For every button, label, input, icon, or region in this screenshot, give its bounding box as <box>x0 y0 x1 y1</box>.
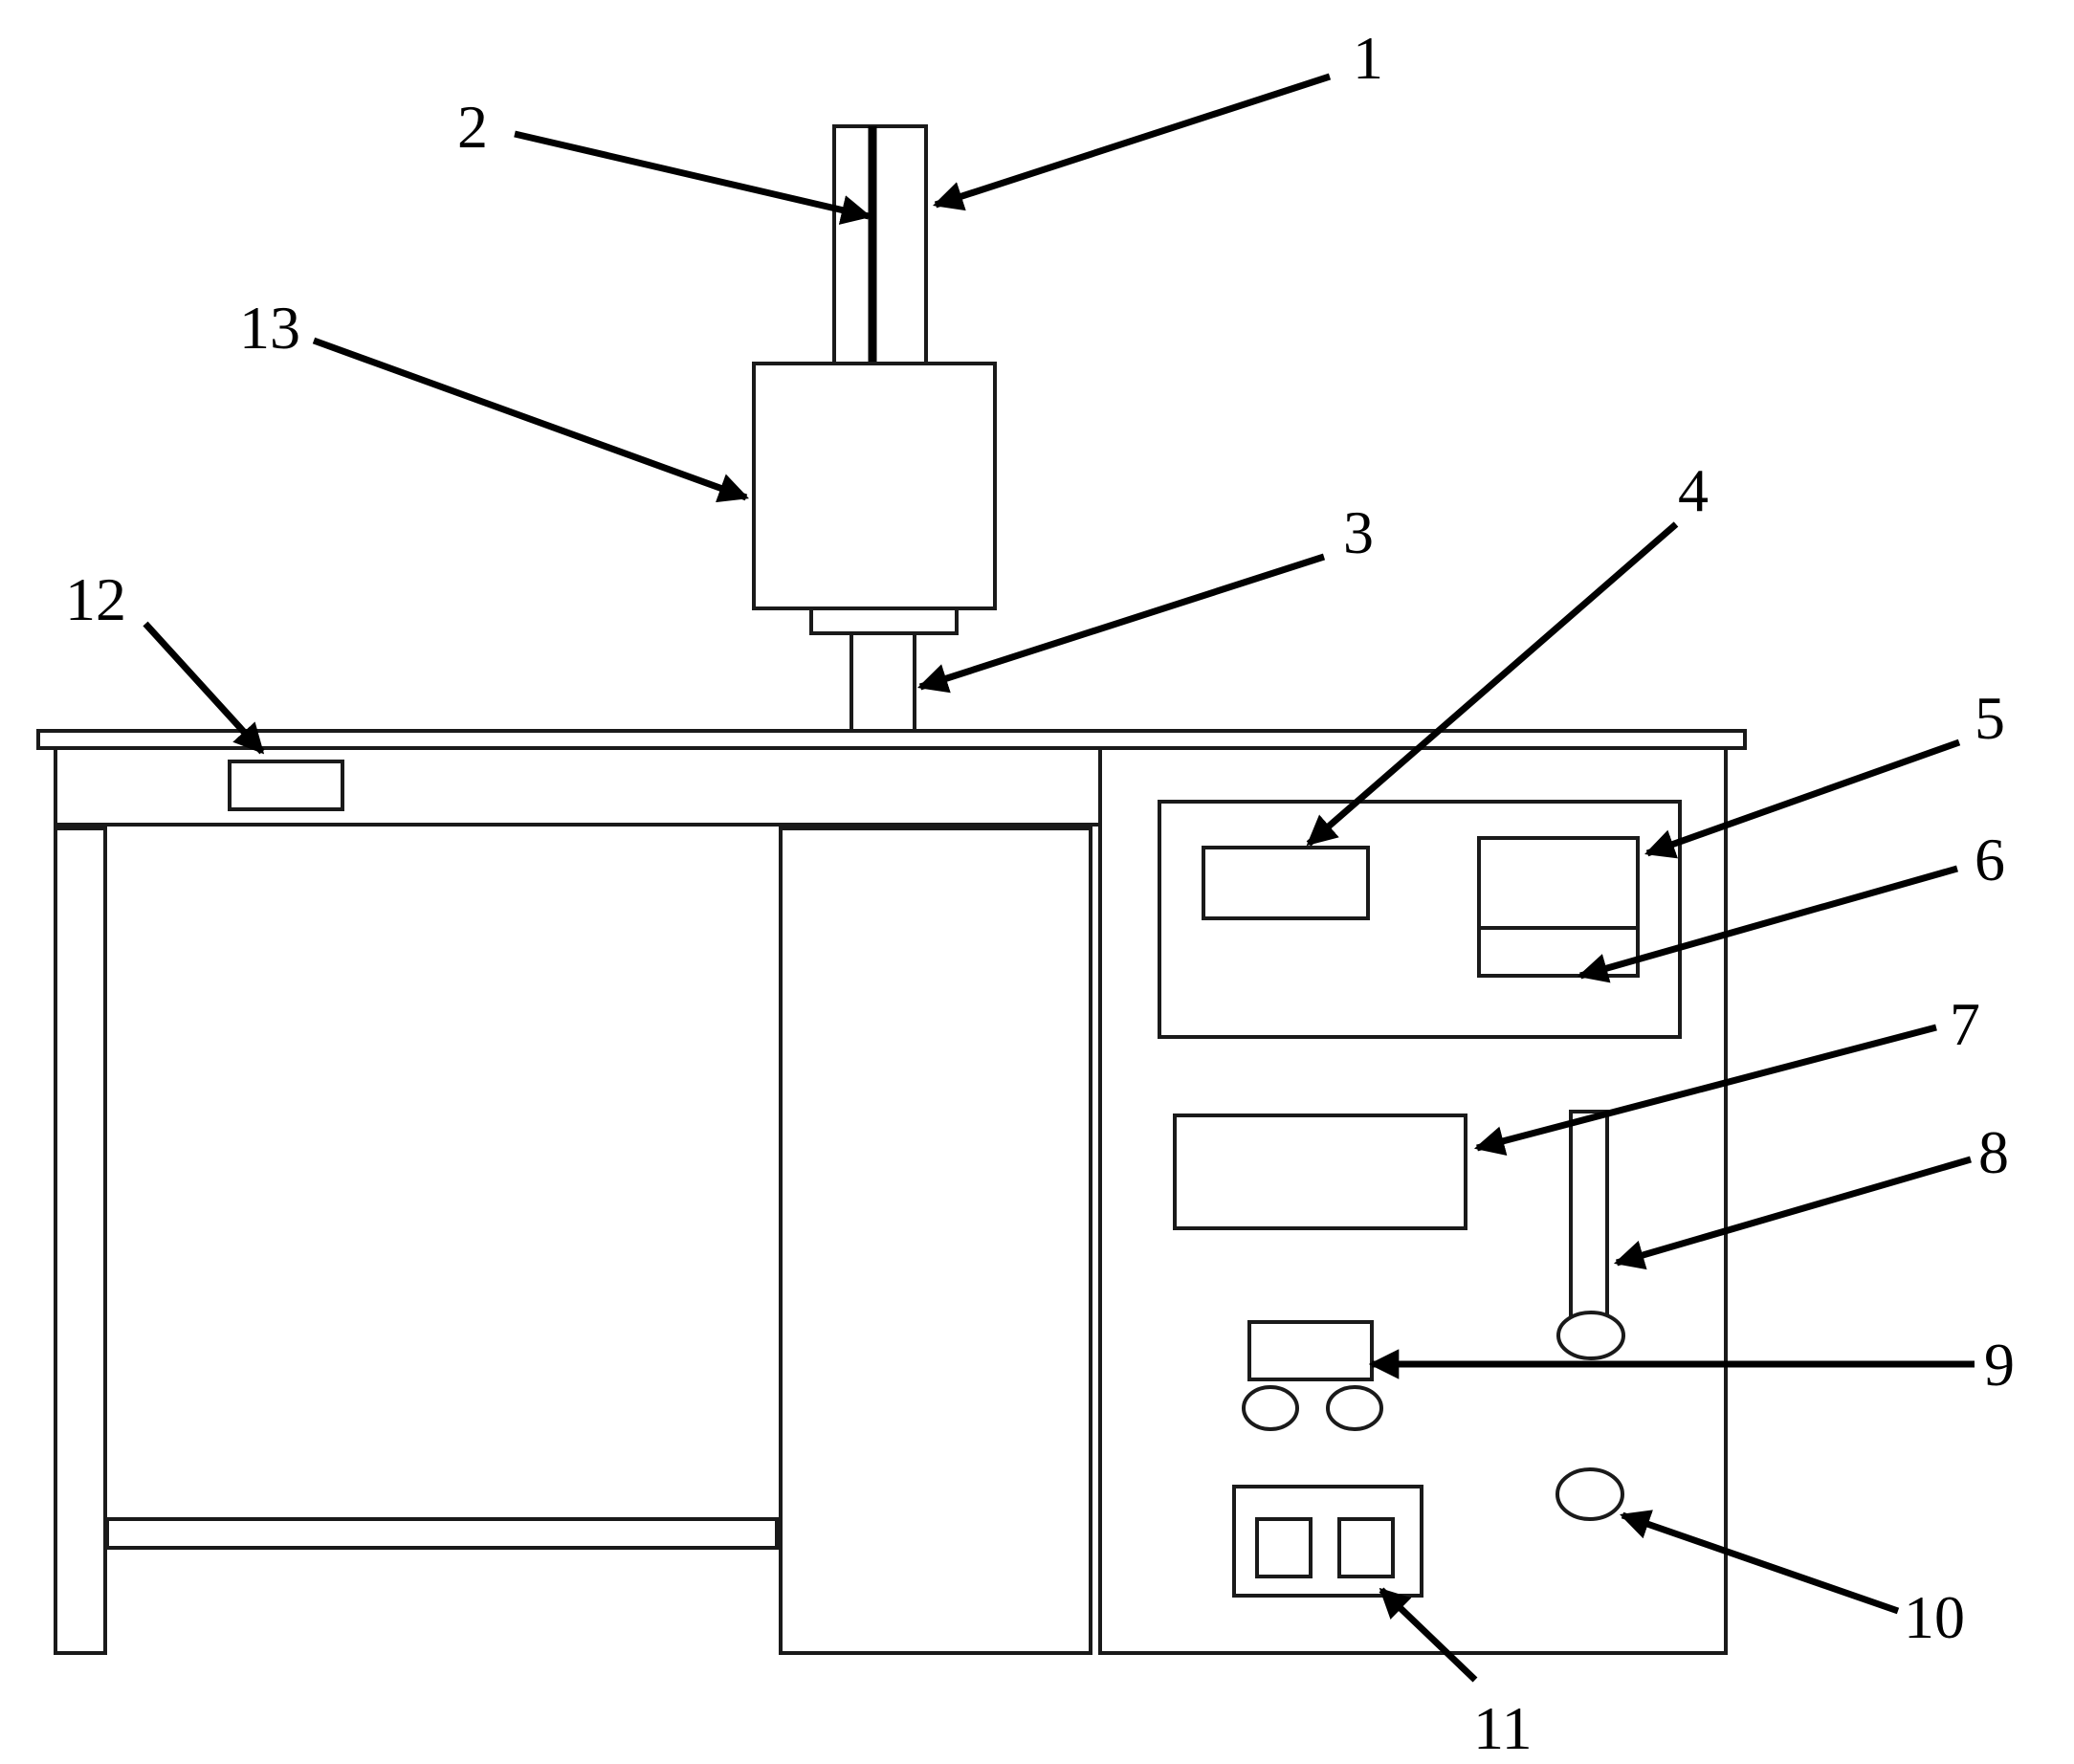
arrow-10 <box>1620 1510 1900 1615</box>
rod-left <box>832 124 874 365</box>
socket-left <box>1255 1517 1313 1578</box>
gauge-knob <box>1556 1311 1625 1360</box>
label-12: 12 <box>65 565 126 633</box>
housing-collar <box>809 606 959 635</box>
arrow-7 <box>1473 1024 1937 1157</box>
arrow-13 <box>312 337 749 503</box>
label-13: 13 <box>239 294 300 362</box>
meter-upper <box>1477 836 1640 930</box>
arrow-11 <box>1379 1587 1478 1683</box>
table-leg-left <box>54 827 107 1655</box>
label-8: 8 <box>1978 1118 2009 1186</box>
frame-switch <box>228 760 344 811</box>
label-1: 1 <box>1353 24 1383 92</box>
label-2: 2 <box>457 93 488 161</box>
lower-crossbar <box>105 1517 779 1550</box>
arrow-12 <box>143 621 265 755</box>
small-display <box>1247 1320 1374 1381</box>
label-6: 6 <box>1975 826 2005 893</box>
arrow-3 <box>917 553 1326 694</box>
table-top <box>36 729 1747 750</box>
head-housing <box>752 362 997 610</box>
label-11: 11 <box>1473 1694 1533 1762</box>
label-3: 3 <box>1343 498 1374 566</box>
knob-right <box>1326 1385 1383 1431</box>
controller-box <box>1173 1114 1467 1230</box>
rod-right <box>871 124 928 365</box>
knob-left <box>1242 1385 1299 1431</box>
arrow-1 <box>933 73 1332 211</box>
arrow-8 <box>1613 1156 1972 1270</box>
arrow-2 <box>514 130 872 225</box>
table-frame <box>54 746 1106 827</box>
label-4: 4 <box>1678 456 1709 524</box>
socket-right <box>1337 1517 1395 1578</box>
round-button <box>1556 1467 1624 1521</box>
arrow-5 <box>1644 739 1961 859</box>
label-5: 5 <box>1975 684 2005 752</box>
arrow-6 <box>1577 865 1958 983</box>
label-10: 10 <box>1904 1583 1965 1651</box>
side-cabinet <box>779 827 1092 1655</box>
vertical-gauge <box>1569 1110 1609 1320</box>
display-window <box>1202 846 1370 920</box>
label-7: 7 <box>1950 990 1980 1058</box>
label-9: 9 <box>1984 1331 2015 1399</box>
arrow-4 <box>1306 521 1679 847</box>
support-column <box>849 631 916 733</box>
